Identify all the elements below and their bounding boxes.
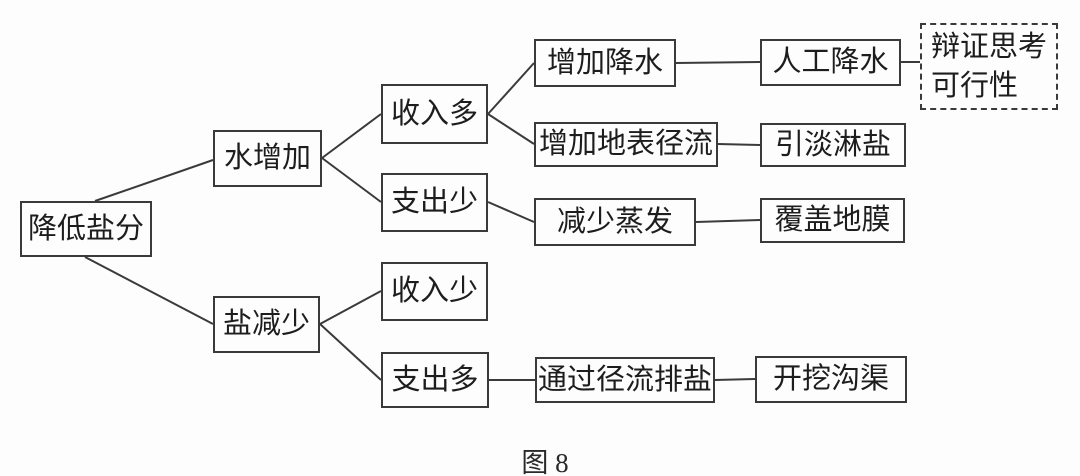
connector-salt-income-less xyxy=(319,290,382,325)
node-cover-plastic-film: 覆盖地膜 xyxy=(760,198,905,243)
figure-caption: 图 8 xyxy=(521,448,569,476)
connector-water-expense-less xyxy=(321,157,382,203)
connector-expense-less-evap xyxy=(487,201,535,223)
connector-runoff-leaching xyxy=(717,143,761,146)
node-water-increase: 水增加 xyxy=(213,130,322,187)
connector-root-water xyxy=(94,159,214,202)
connector-precip-artificial xyxy=(675,61,761,64)
node-dialectical-feasibility-note: 辩证思考 可行性 xyxy=(920,23,1058,110)
connector-income-more-runoff xyxy=(487,113,535,145)
connector-salt-expense-more xyxy=(319,323,382,381)
node-increase-precipitation: 增加降水 xyxy=(534,39,676,87)
connector-drain-ditch xyxy=(714,378,756,381)
node-increase-surface-runoff: 增加地表径流 xyxy=(534,122,718,167)
node-income-less: 收入少 xyxy=(381,262,488,321)
node-fresh-water-salt-leaching: 引淡淋盐 xyxy=(760,123,906,167)
connector-income-more-precip xyxy=(487,62,535,115)
note-line-2: 可行性 xyxy=(931,69,1019,102)
node-expense-more: 支出多 xyxy=(381,352,489,408)
connector-root-salt xyxy=(84,256,214,325)
node-drain-salt-via-runoff: 通过径流排盐 xyxy=(535,357,715,403)
node-dig-ditches: 开挖沟渠 xyxy=(755,356,907,403)
node-artificial-precipitation: 人工降水 xyxy=(760,39,901,86)
node-reduce-salinity: 降低盐分 xyxy=(20,201,152,257)
node-salt-decrease: 盐减少 xyxy=(213,296,320,353)
node-income-more: 收入多 xyxy=(381,84,488,144)
connector-water-income-more xyxy=(321,113,382,159)
connector-evap-film xyxy=(695,219,761,223)
node-expense-less: 支出少 xyxy=(381,173,488,232)
note-line-1: 辩证思考 xyxy=(931,31,1048,64)
node-reduce-evaporation: 减少蒸发 xyxy=(534,198,696,246)
